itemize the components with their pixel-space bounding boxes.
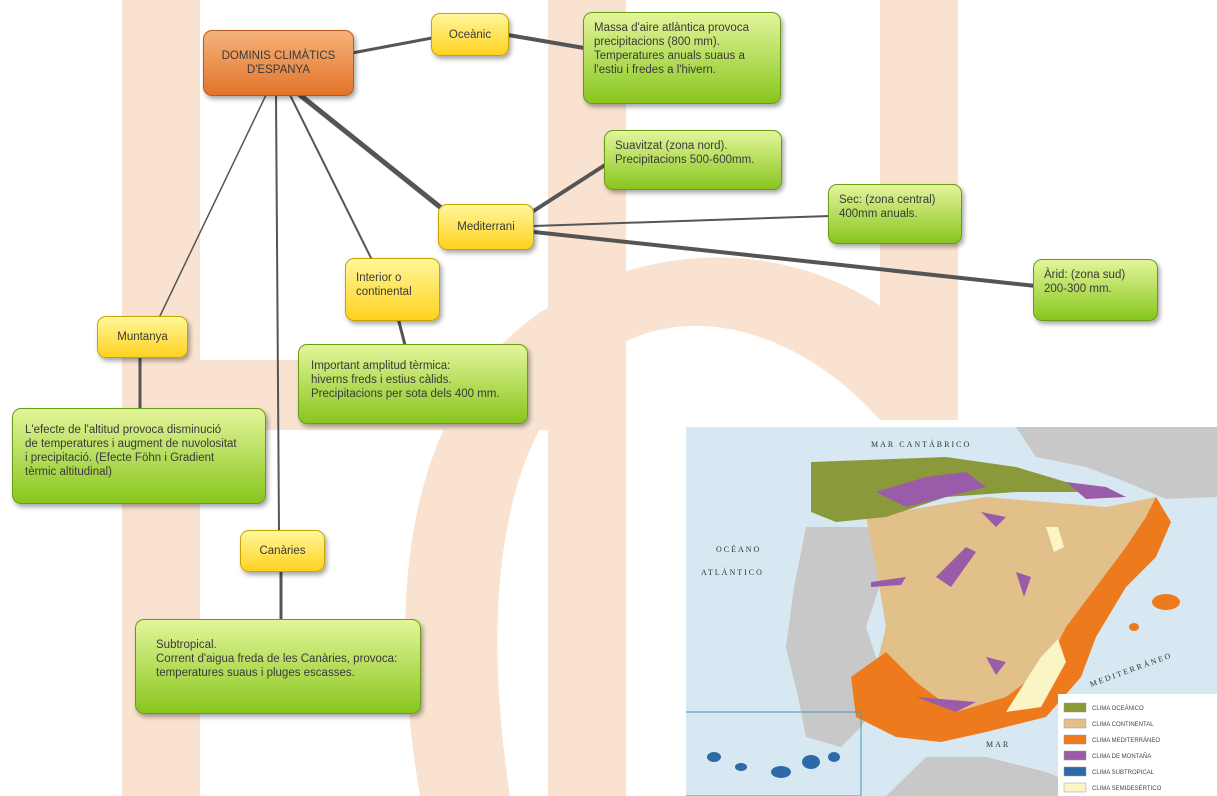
connector-root-canaries <box>275 94 280 532</box>
connector-mediterrani-arid <box>532 230 1038 288</box>
legend-swatch <box>1063 734 1087 745</box>
description-canaries: Subtropical. Corrent d'aigua freda de le… <box>135 619 421 714</box>
legend-label: CLIMA CONTINENTAL <box>1092 722 1154 728</box>
mediterrani-suavitzat: Suavitzat (zona nord). Precipitacions 50… <box>604 130 782 190</box>
root-node-dominis-climatics[interactable]: DOMINIS CLIMÀTICS D'ESPANYA <box>203 30 354 96</box>
label-oceano: OCÉANO <box>716 544 761 554</box>
label-mar: MAR <box>986 740 1010 749</box>
node-canaries[interactable]: Canàries <box>240 530 325 572</box>
connector-root-oceanic <box>350 36 434 55</box>
node-muntanya[interactable]: Muntanya <box>97 316 188 358</box>
legend-label: CLIMA DE MONTAÑA <box>1092 753 1151 760</box>
legend-label: CLIMA OCEÁNICO <box>1092 705 1144 712</box>
node-mediterrani[interactable]: Mediterrani <box>438 204 534 250</box>
label-mar-cantabrico: MAR CANTÁBRICO <box>871 439 971 449</box>
description-oceanic: Massa d'aire atlàntica provoca precipita… <box>583 12 781 104</box>
mediterrani-sec: Sec: (zona central) 400mm anuals. <box>828 184 962 244</box>
legend-swatch <box>1063 766 1087 777</box>
legend-swatch <box>1063 750 1087 761</box>
connector-mediterrani-sec <box>533 215 831 227</box>
legend-swatch <box>1063 702 1087 713</box>
label-atlantico: ATLÁNTICO <box>701 567 764 577</box>
legend-label: CLIMA SEMIDESÉRTICO <box>1092 785 1162 792</box>
connector-oceanic-description <box>506 33 586 50</box>
legend-swatch <box>1063 782 1087 793</box>
connector-interior-description <box>396 316 407 347</box>
map-legend: CLIMA OCEÁNICO CLIMA CONTINENTAL CLIMA MED… <box>1058 694 1217 796</box>
description-muntanya: L'efecte de l'altitud provoca disminució… <box>12 408 266 504</box>
connector-mediterrani-suavitzat <box>530 163 607 214</box>
description-interior: Important amplitud tèrmica: hiverns fred… <box>298 344 528 424</box>
mediterrani-arid: Àrid: (zona sud) 200-300 mm. <box>1033 259 1158 321</box>
legend-label: CLIMA SUBTROPICAL <box>1092 770 1155 776</box>
connector-root-interior <box>289 94 374 263</box>
legend-swatch <box>1063 718 1087 729</box>
connector-root-mediterrani <box>297 92 453 218</box>
node-oceanic[interactable]: Oceànic <box>431 13 509 56</box>
node-interior-continental[interactable]: Interior o continental <box>345 258 440 321</box>
climate-map-spain: MAR CANTÁBRICO OCÉANO ATLÁNTICO MEDITERR… <box>686 427 1217 796</box>
legend-label: CLIMA MEDITERRÁNEO <box>1092 737 1160 744</box>
connector-root-muntanya <box>159 94 267 317</box>
